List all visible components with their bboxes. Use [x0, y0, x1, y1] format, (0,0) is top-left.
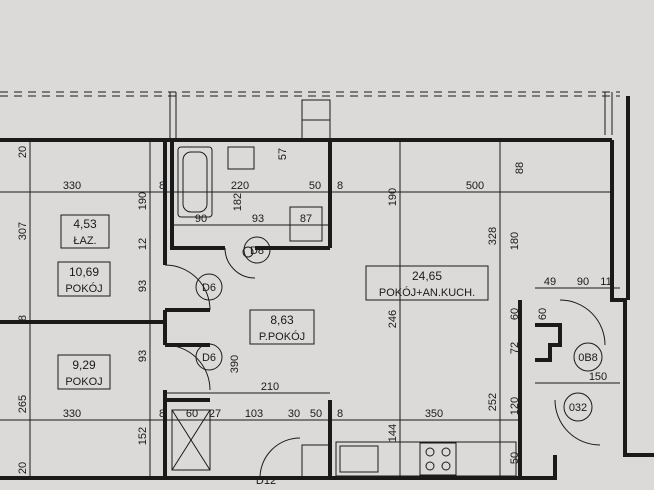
dimension-label: 328	[487, 227, 499, 245]
door-tag: D6	[202, 282, 216, 294]
dimension-label: 144	[387, 424, 399, 442]
dimension-label: 88	[514, 162, 526, 174]
dimension-label: 8	[159, 180, 165, 192]
door-tag: 032	[569, 402, 587, 414]
dimension-label: 190	[137, 192, 149, 210]
door-tag: 0B8	[578, 352, 598, 364]
dimension-lines	[0, 140, 620, 478]
dimension-label: 120	[509, 397, 521, 415]
room-name: POKÓJ	[65, 282, 102, 295]
dimension-label: 27	[209, 408, 221, 420]
dimension-label: 60	[537, 308, 549, 320]
dimension-labels: 330 8 220 50 8 500 88 90 182 93 87 20 30…	[17, 146, 612, 474]
room-name: POKOJ	[65, 376, 102, 388]
room-label-laz: 4,53 ŁAZ.	[60, 214, 110, 249]
dimension-label: 60	[186, 408, 198, 420]
dimension-label: 60	[509, 308, 521, 320]
dimension-label: 90	[577, 276, 589, 288]
dimension-label: 8	[337, 180, 343, 192]
dimension-label: 500	[466, 180, 484, 192]
walls	[0, 96, 654, 480]
room-area: 10,69	[69, 265, 99, 279]
door-tags: D6 D6 D8 0B8 032 D12	[195, 236, 603, 487]
dimension-label: 246	[387, 310, 399, 328]
dimension-label: 210	[261, 381, 279, 393]
dimension-label: 152	[137, 427, 149, 445]
dimension-label: 93	[252, 213, 264, 225]
dimension-label: 150	[589, 371, 607, 383]
dimension-label: 50	[310, 408, 322, 420]
room-label-pokoj-1: 10,69 POKÓJ	[57, 261, 111, 297]
dimension-label: 11	[600, 276, 611, 288]
door-tag: D8	[250, 245, 264, 257]
kitchen-counter	[335, 441, 517, 477]
dimension-label: 265	[17, 395, 29, 413]
door-tag: D12	[256, 475, 276, 487]
dimension-label: 93	[137, 350, 149, 362]
room-label-przedpokoj: 8,63 P.POKÓJ	[249, 309, 315, 345]
dimension-label: 87	[300, 213, 312, 225]
room-label-pokoj-2: 9,29 POKOJ	[57, 354, 111, 390]
dimension-label: 330	[63, 408, 81, 420]
dimension-label: 49	[544, 276, 556, 288]
dimension-label: 180	[509, 232, 521, 250]
kitchen-sink	[339, 445, 379, 473]
room-area: 8,63	[270, 313, 294, 327]
room-name: POKÓJ+AN.KUCH.	[379, 286, 475, 299]
toilet	[242, 246, 254, 258]
dimension-label: 50	[309, 180, 321, 192]
dimension-label: 57	[277, 148, 289, 160]
dimension-label: 90	[195, 213, 207, 225]
stove	[419, 442, 457, 476]
sink	[227, 146, 255, 170]
dimension-label: 8	[17, 315, 29, 321]
dimension-label: 20	[17, 146, 29, 158]
dimension-label: 50	[509, 452, 521, 464]
dimension-label: 252	[487, 393, 499, 411]
room-area: 24,65	[412, 269, 442, 283]
room-area: 9,29	[72, 358, 96, 372]
dimension-label: 8	[337, 408, 343, 420]
dashed-outline	[0, 91, 620, 97]
dimension-label: 390	[229, 355, 241, 373]
dimension-label: 72	[509, 342, 521, 354]
dimension-label: 12	[137, 238, 149, 250]
room-area: 4,53	[73, 217, 97, 231]
dimension-label: 103	[245, 408, 263, 420]
dimension-label: 330	[63, 180, 81, 192]
door-swings	[164, 247, 606, 479]
bathtub	[177, 146, 213, 218]
dimension-label: 307	[17, 222, 29, 240]
fixtures	[171, 146, 517, 478]
dimension-label: 8	[159, 408, 165, 420]
dimension-label: 30	[288, 408, 300, 420]
room-name: P.POKÓJ	[259, 330, 305, 343]
dimension-label: 20	[17, 462, 29, 474]
dimension-label: 93	[137, 280, 149, 292]
door-tag: D6	[202, 352, 216, 364]
washer	[289, 206, 323, 242]
dimension-label: 350	[425, 408, 443, 420]
dimension-label: 220	[231, 180, 249, 192]
shaft	[301, 444, 331, 478]
room-label-salon: 24,65 POKÓJ+AN.KUCH.	[365, 265, 489, 301]
room-name: ŁAZ.	[73, 235, 96, 247]
dimension-label: 190	[387, 188, 399, 206]
dimension-label: 182	[232, 193, 244, 211]
